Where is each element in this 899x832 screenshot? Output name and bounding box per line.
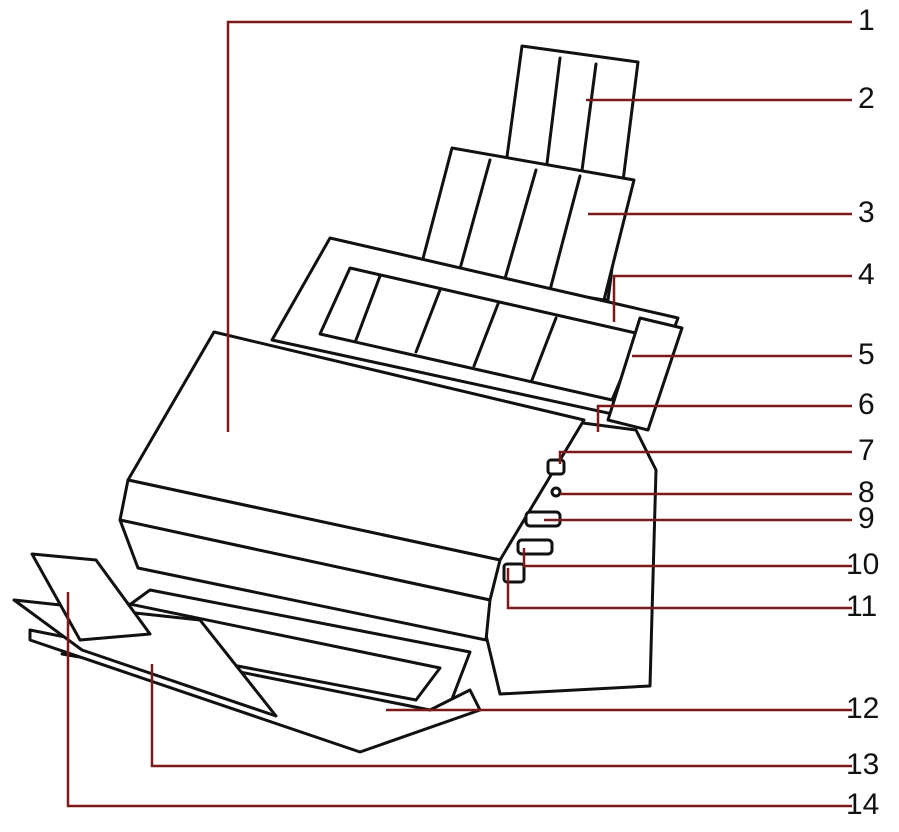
stop-button	[516, 538, 554, 556]
indicator-lamp	[550, 486, 562, 498]
leader-line-1	[226, 20, 852, 432]
power-button	[546, 458, 566, 476]
callout-label-6: 6	[858, 388, 875, 421]
callout-label-12: 12	[846, 692, 880, 725]
stopper	[30, 552, 152, 642]
leader-line-10	[522, 548, 852, 568]
callout-label-2: 2	[858, 82, 875, 115]
scanner-body	[12, 44, 684, 754]
callout-label-4: 4	[858, 258, 875, 291]
leader-line-13	[150, 664, 852, 768]
leader-lines	[66, 20, 852, 808]
callout-label-10: 10	[846, 548, 880, 581]
callout-label-9: 9	[858, 502, 875, 535]
callout-label-1: 1	[858, 4, 875, 37]
callout-label-14: 14	[846, 788, 880, 821]
leader-line-6	[596, 404, 852, 432]
leader-line-7	[558, 450, 852, 464]
callout-label-3: 3	[858, 196, 875, 229]
callout-label-5: 5	[858, 338, 875, 371]
leader-line-11	[506, 568, 852, 610]
callout-label-11: 11	[846, 590, 878, 623]
leader-line-4	[612, 274, 852, 322]
leader-line-14	[66, 592, 852, 808]
callout-label-7: 7	[858, 434, 875, 467]
callout-label-13: 13	[846, 748, 880, 781]
callout-label-8: 8	[858, 476, 875, 509]
side-guide	[606, 316, 684, 432]
